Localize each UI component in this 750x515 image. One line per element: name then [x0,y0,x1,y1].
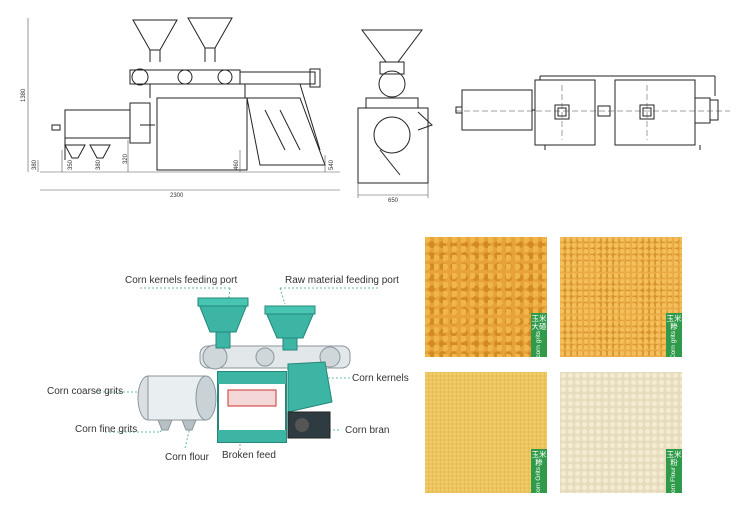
label-raw-material-feeding-port: Raw material feeding port [285,275,399,286]
label-corn-fine-grits: Corn fine grits [75,424,138,435]
label-broken-feed: Broken feed [222,450,276,461]
dim-height-a: 380 [32,159,38,170]
product-tag: 玉米大碴 corn grits [531,313,547,357]
label-corn-kernels-feeding-port: Corn kernels feeding port [125,275,238,286]
dim-length-total: 2300 [170,193,184,199]
dim-height-c: 320 [123,153,129,164]
product-photo-corn-grits-coarse: 玉米大碴 corn grits [425,237,547,357]
label-corn-flour: Corn flour [165,452,209,463]
label-corn-kernels: Corn kernels [352,373,409,384]
dim-width-a: 350 [68,159,74,170]
label-corn-coarse-grits: Corn coarse grits [47,386,124,397]
dim-width-c: 540 [329,159,335,170]
machine-illustration [95,287,380,450]
top-view-drawing [455,75,719,150]
dim-height-total: 1380 [21,88,27,102]
side-view-drawing [357,29,433,184]
label-corn-bran: Corn bran [345,425,390,436]
dim-height-b: 460 [234,159,240,170]
product-tag: 玉米糁 Corn Grits [531,449,547,493]
product-photo-corn-flour: 玉米粉 Corn Flour [560,372,682,493]
dim-width-side: 650 [388,198,399,204]
technical-drawings: 1380 380 350 380 320 460 540 2300 650 [21,17,730,204]
product-photo-corn-grits-fine: 玉米糁 Corn Grits [425,372,547,493]
product-tag: 玉米糁 Corn grits [666,313,682,357]
product-tag: 玉米粉 Corn Flour [666,449,682,493]
front-view-drawing [51,17,326,171]
product-photo-corn-grits-medium: 玉米糁 Corn grits [560,237,682,357]
dim-width-b: 380 [96,159,102,170]
